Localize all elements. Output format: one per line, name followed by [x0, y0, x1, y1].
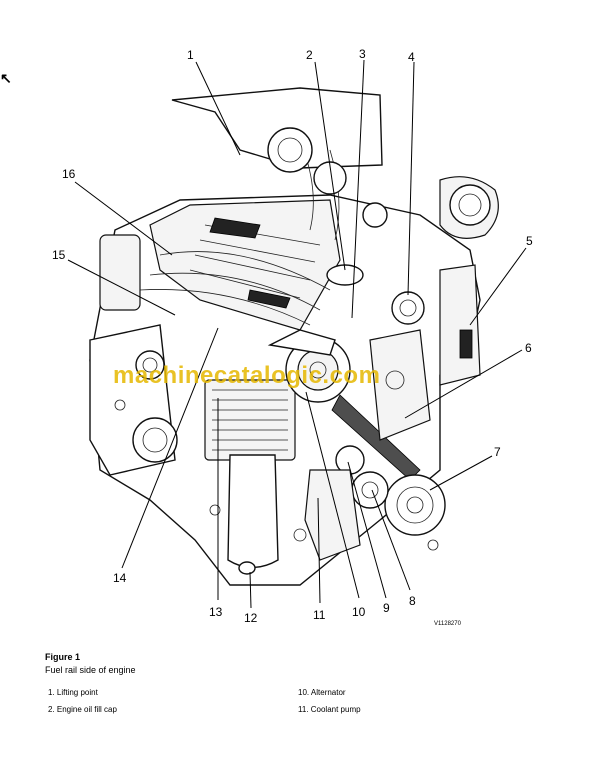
callout-2: 2 [306, 48, 313, 62]
callout-13: 13 [209, 605, 223, 619]
figure-caption-text: Fuel rail side of engine [45, 665, 136, 675]
leader-8 [371, 489, 411, 591]
callout-numbers: 1 2 3 4 5 6 7 8 9 10 11 12 13 14 15 16 V… [52, 47, 533, 627]
figure-caption-title: Figure 1 [45, 652, 81, 662]
watermark: machinecatalogic.com [113, 362, 381, 389]
callout-9: 9 [383, 601, 390, 615]
leader-9 [347, 461, 387, 599]
leader-6 [404, 349, 523, 419]
leader-1 [195, 61, 241, 156]
leader-11 [317, 497, 321, 604]
legend-item-11: 11. Coolant pump [298, 705, 361, 714]
callout-10: 10 [352, 605, 366, 619]
leader-15 [67, 259, 176, 316]
callout-1: 1 [187, 48, 194, 62]
engine-illustration [89, 87, 499, 586]
callout-4: 4 [408, 50, 415, 64]
leader-10 [305, 391, 360, 599]
leader-14 [121, 327, 219, 569]
legend-item-1: 1. Lifting point [48, 688, 98, 697]
leader-16 [74, 181, 173, 256]
leader-7 [429, 455, 493, 491]
callout-14: 14 [113, 571, 127, 585]
callout-6: 6 [525, 341, 532, 355]
callout-16: 16 [62, 167, 76, 181]
callout-11: 11 [313, 608, 326, 622]
leader-5 [469, 247, 527, 326]
callout-15: 15 [52, 248, 66, 262]
figure-image-code: V1128270 [434, 621, 462, 627]
leader-3 [351, 59, 365, 319]
legend-item-10: 10. Alternator [298, 688, 346, 697]
callout-3: 3 [359, 47, 366, 61]
callout-7: 7 [494, 445, 501, 459]
callout-5: 5 [526, 234, 533, 248]
leader-lines [67, 59, 527, 609]
leader-2 [314, 61, 346, 271]
leader-12 [249, 571, 252, 609]
leader-4 [407, 61, 415, 296]
corner-arrow-mark: ↖ [0, 70, 12, 86]
callout-8: 8 [409, 594, 416, 608]
engine-diagram: 1 2 3 4 5 6 7 8 9 10 11 12 13 14 15 16 V… [52, 47, 533, 627]
callout-12: 12 [244, 611, 258, 625]
legend-item-2: 2. Engine oil fill cap [48, 705, 117, 714]
